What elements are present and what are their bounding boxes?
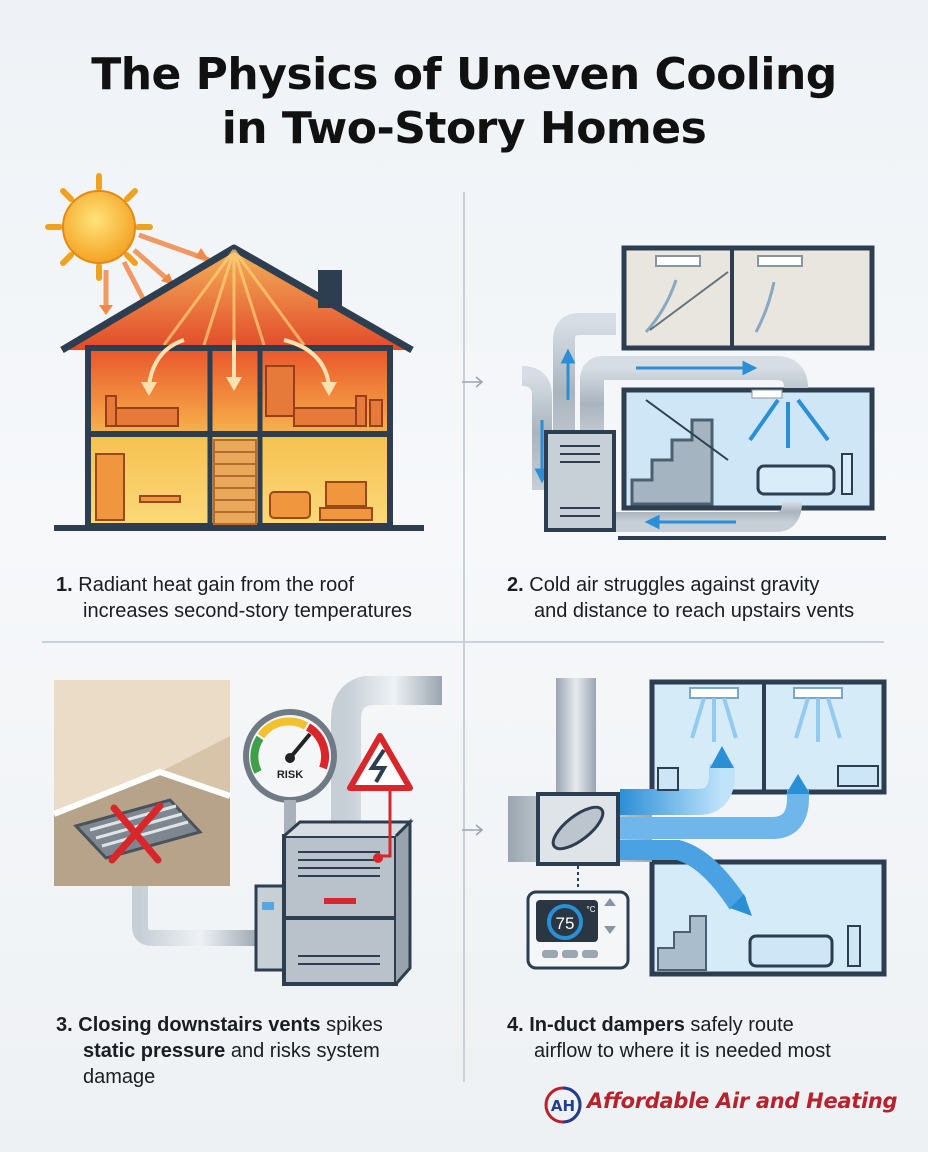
- caption-2: 2. Cold air struggles against gravity an…: [507, 572, 897, 624]
- caption-3-bold-b: static pressure: [83, 1040, 226, 1062]
- caption-3: 3. Closing downstairs vents spikes stati…: [56, 1012, 456, 1090]
- caption-3-text-c: damage: [83, 1066, 156, 1088]
- caption-1: 1. Radiant heat gain from the roof incre…: [56, 572, 456, 624]
- caption-2-number: 2.: [507, 574, 524, 596]
- caption-3-number: 3.: [56, 1014, 73, 1036]
- furnace-icon: [254, 818, 414, 986]
- warning-icon: [347, 733, 413, 863]
- caption-3-bold-a: Closing downstairs vents: [78, 1014, 321, 1036]
- thermostat-icon: [526, 890, 630, 970]
- sun-icon: [45, 173, 153, 281]
- logo-text: Affordable Air and Heating: [587, 1089, 898, 1113]
- logo-mark-icon: AH: [544, 1086, 582, 1124]
- gauge-label: RISK: [277, 769, 303, 781]
- title-line-1: The Physics of Uneven Cooling: [91, 49, 837, 100]
- vertical-divider: [463, 192, 465, 1082]
- furnace-icon: [544, 430, 616, 532]
- arrow-right-icon: [462, 824, 484, 836]
- damper-icon: [536, 792, 620, 866]
- vent-icon: [73, 798, 203, 864]
- company-logo: AH Affordable Air and Heating: [543, 1083, 898, 1127]
- damper-routing-illustration: 75 °C: [508, 678, 887, 977]
- caption-1-text-a: Radiant heat gain from the roof: [78, 574, 354, 596]
- caption-2-text-a: Cold air struggles against gravity: [529, 574, 820, 596]
- caption-3-text-a: spikes: [320, 1014, 383, 1036]
- title-line-2: in Two-Story Homes: [221, 103, 707, 154]
- thermostat-temperature: 75: [556, 914, 575, 933]
- static-pressure-illustration: RISK: [52, 676, 442, 986]
- caption-2-text-b: and distance to reach upstairs vents: [534, 600, 855, 622]
- gauge-icon: [243, 709, 337, 840]
- radiant-heat-house-illustration: [45, 173, 424, 531]
- caption-4-bold-a: In-duct dampers: [529, 1014, 685, 1036]
- logo-mark-text: AH: [551, 1097, 575, 1115]
- thermostat-unit: °C: [587, 905, 596, 914]
- caption-3-text-b: and risks system: [225, 1040, 380, 1062]
- horizontal-divider: [42, 641, 884, 643]
- cold-air-ducts-illustration: [521, 245, 886, 540]
- caption-4-number: 4.: [507, 1014, 524, 1036]
- caption-4: 4. In-duct dampers safely route airflow …: [507, 1012, 897, 1064]
- page-title: The Physics of Uneven Cooling in Two-Sto…: [0, 48, 928, 156]
- caption-4-text-a: safely route: [684, 1014, 794, 1036]
- caption-4-text-b: airflow to where it is needed most: [534, 1040, 831, 1062]
- caption-1-text-b: increases second-story temperatures: [83, 600, 413, 622]
- caption-1-number: 1.: [56, 574, 73, 596]
- arrow-right-icon: [462, 376, 484, 388]
